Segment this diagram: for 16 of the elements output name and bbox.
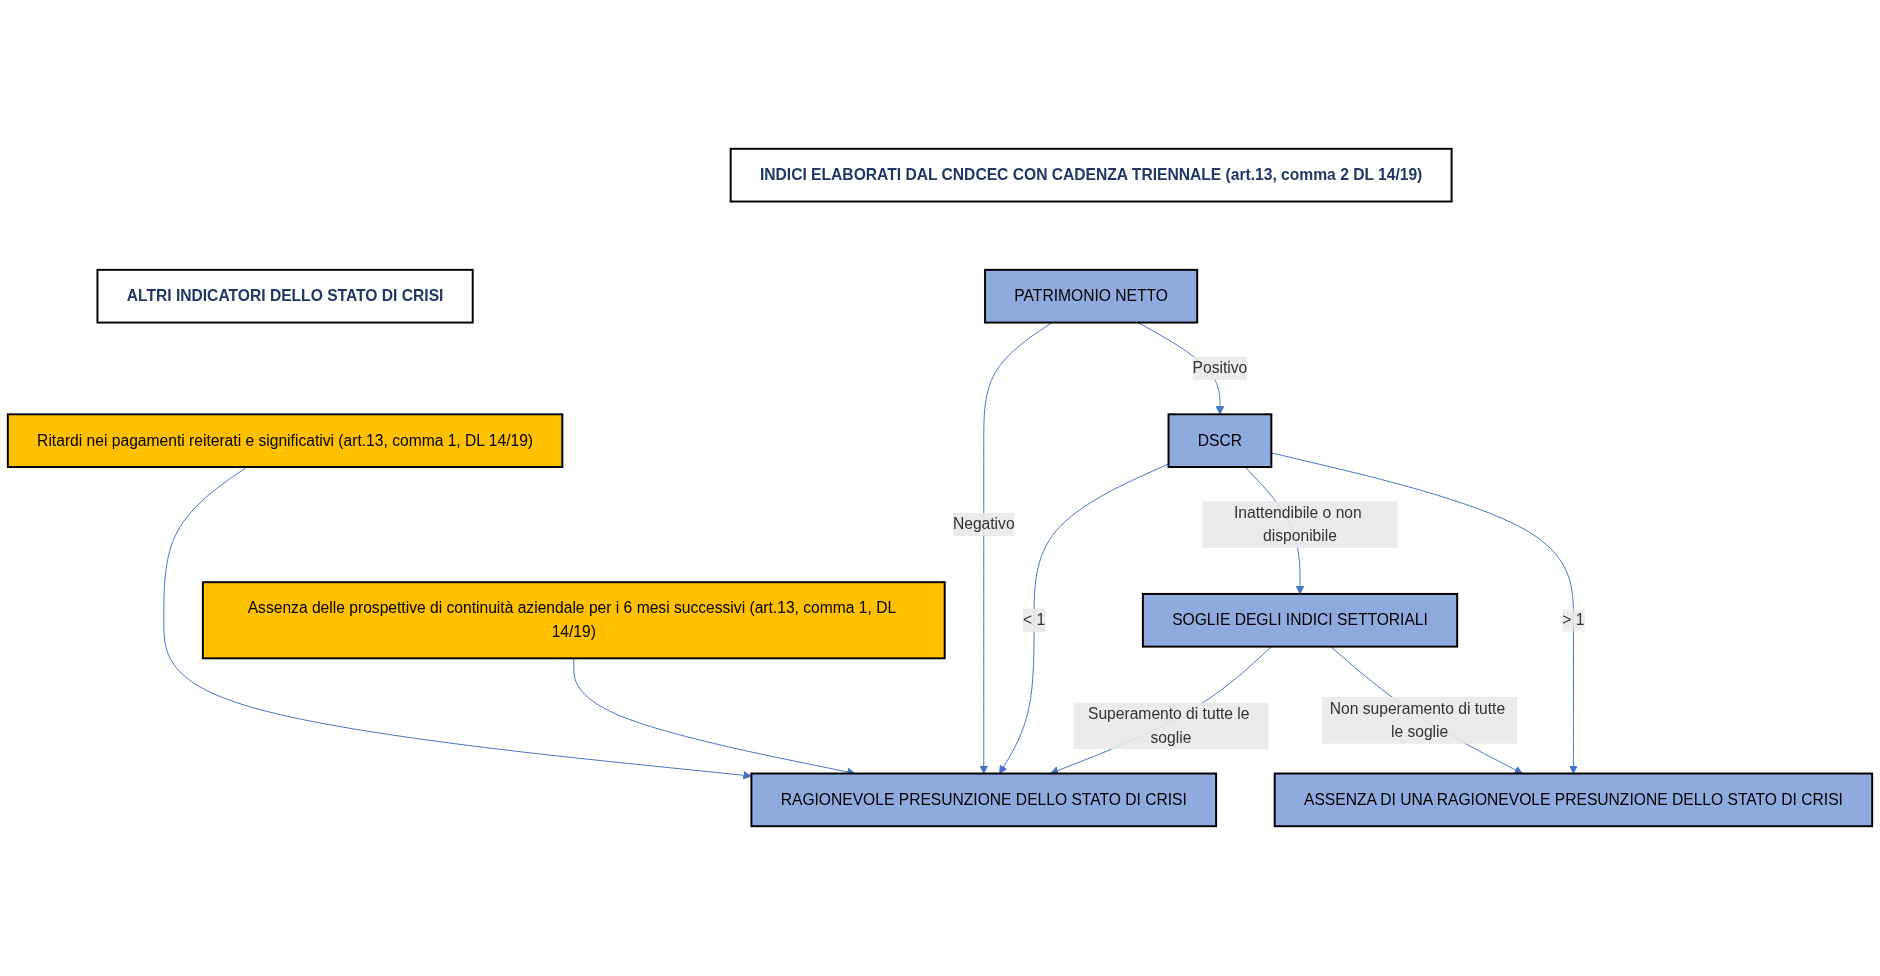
node-box: ASSENZA DI UNA RAGIONEVOLE PRESUNZIONE DELLO STATO DI CRISI — [1273, 773, 1874, 828]
node-box: Ritardi nei pagamenti reiterati e significativi (art.13, comma 1, DL 14/19) — [6, 413, 564, 469]
edge-label: Positivo — [1192, 360, 1248, 377]
node-box: ALTRI INDICATORI DELLO STATO DI CRISI — [96, 269, 474, 324]
node-box: DSCR — [1167, 413, 1273, 469]
node-box: RAGIONEVOLE PRESUNZIONE DELLO STATO DI CRISI — [750, 773, 1218, 828]
edge-label: Superamento di tutte le soglie — [1088, 705, 1250, 746]
edge-label: > 1 — [1562, 611, 1585, 629]
edge-label: Non superamento di tutte le soglie — [1329, 700, 1506, 741]
edge-label: Inattendibile o non disponibile — [1234, 504, 1362, 545]
node-box: SOGLIE DEGLI INDICI SETTORIALI — [1141, 593, 1459, 649]
edge-label: < 1 — [1023, 611, 1046, 629]
node-box: INDICI ELABORATI DAL CNDCEC CON CADENZA TRIENNALE (art.13, comma 2 DL 14/19) — [729, 148, 1453, 203]
node-box: Assenza delle prospettive di continuità aziendale per i 6 mesi successivi (art.13, comma 1, DL 14/19) — [201, 581, 946, 660]
edge-label: Negativo — [952, 516, 1015, 533]
node-box: PATRIMONIO NETTO — [984, 269, 1199, 324]
